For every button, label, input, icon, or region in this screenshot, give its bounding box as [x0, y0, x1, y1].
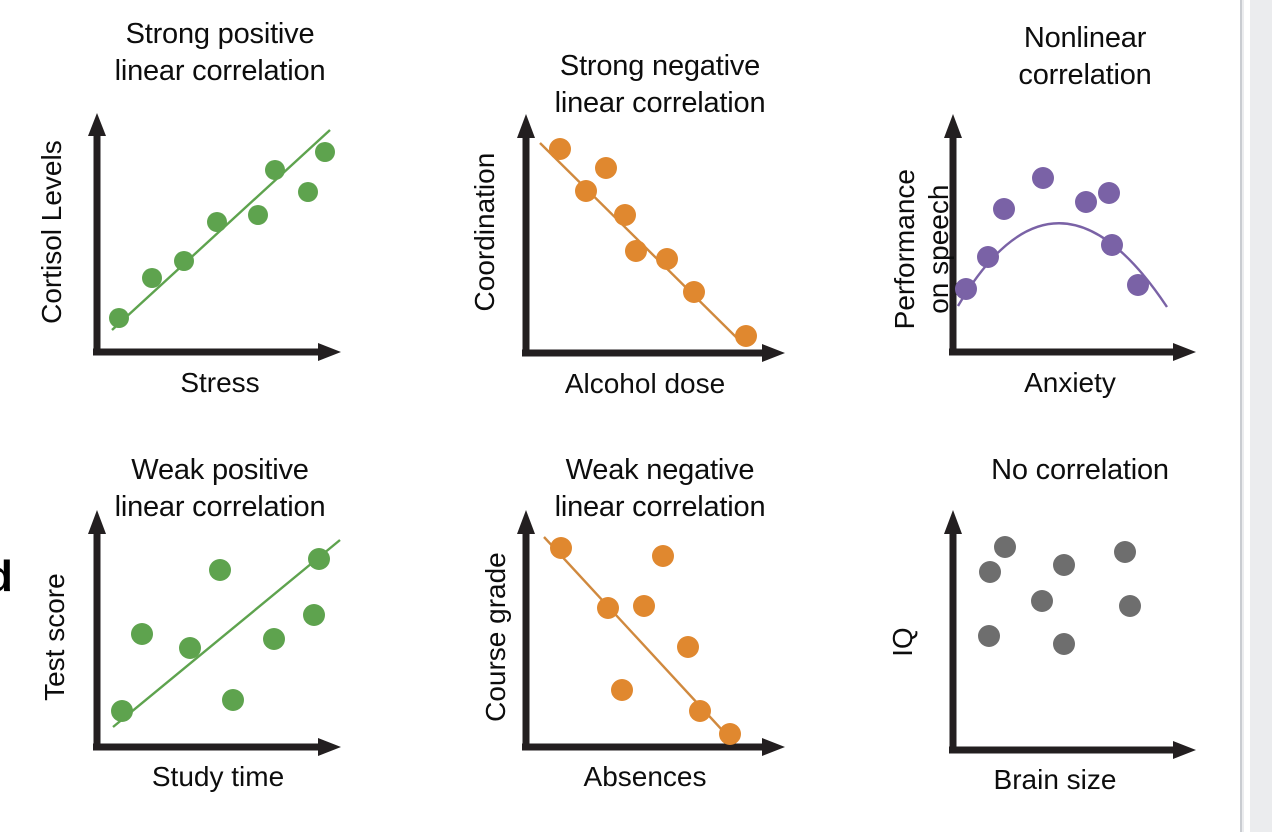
y-axis-label: Course grade: [479, 552, 511, 722]
panel-nonlinear: Nonlinear correlation Performanc: [880, 0, 1272, 420]
axes: [944, 510, 1196, 759]
plot-area: [88, 510, 341, 756]
panel-title: No correlation: [991, 454, 1169, 486]
panel-strong-negative: Strong negative linear correlation Coord…: [440, 0, 880, 420]
plot-area: [517, 114, 785, 362]
y-axis-label: Performance on speech: [888, 169, 954, 330]
plot-area: [944, 114, 1196, 361]
trendline: [543, 536, 724, 732]
axes: [88, 113, 341, 361]
x-axis-label: Study time: [151, 761, 285, 792]
y-axis-label: Test score: [38, 573, 70, 701]
panel-title: Weak negative linear correlation: [554, 454, 766, 523]
data-points: [109, 142, 335, 328]
x-axis-label: Alcohol dose: [564, 368, 726, 399]
panel-title: Weak positive linear correlation: [114, 454, 326, 523]
panel-title: Strong positive linear correlation: [114, 18, 326, 87]
page-gutter-inner: [1244, 0, 1250, 832]
panel-strong-positive: Strong positive linear correlation: [0, 0, 440, 420]
page-gutter: [1240, 0, 1272, 832]
trend-curve: [956, 222, 1168, 308]
x-axis-label: Anxiety: [1024, 367, 1116, 398]
axes: [517, 510, 785, 756]
data-points: [550, 537, 741, 745]
panel-weak-negative: Weak negative linear correlation Course …: [440, 420, 880, 832]
axes: [944, 114, 1196, 361]
data-points: [978, 536, 1141, 655]
data-points: [549, 138, 757, 347]
plot-area: [88, 113, 341, 361]
axes: [517, 114, 785, 362]
y-axis-label: Coordination: [468, 152, 500, 312]
panel-title: Nonlinear correlation: [1018, 22, 1152, 91]
data-points: [111, 548, 330, 722]
x-axis-label: Brain size: [993, 764, 1117, 795]
axes: [88, 510, 341, 756]
trendline: [112, 539, 341, 728]
x-axis-label: Absences: [583, 761, 707, 792]
plot-area: [944, 510, 1196, 759]
panel-title: Strong negative linear correlation: [554, 50, 766, 119]
clipped-margin-text: d: [0, 555, 13, 599]
panel-weak-positive: Weak positive linear correlation Test sc…: [0, 420, 440, 832]
data-points: [955, 167, 1149, 300]
y-axis-label: Cortisol Levels: [35, 140, 67, 324]
plot-area: [517, 510, 785, 756]
x-axis-label: Stress: [180, 367, 260, 398]
panel-no-correlation: No correlation IQ Brain size: [880, 420, 1272, 832]
y-axis-label: IQ: [886, 627, 918, 657]
